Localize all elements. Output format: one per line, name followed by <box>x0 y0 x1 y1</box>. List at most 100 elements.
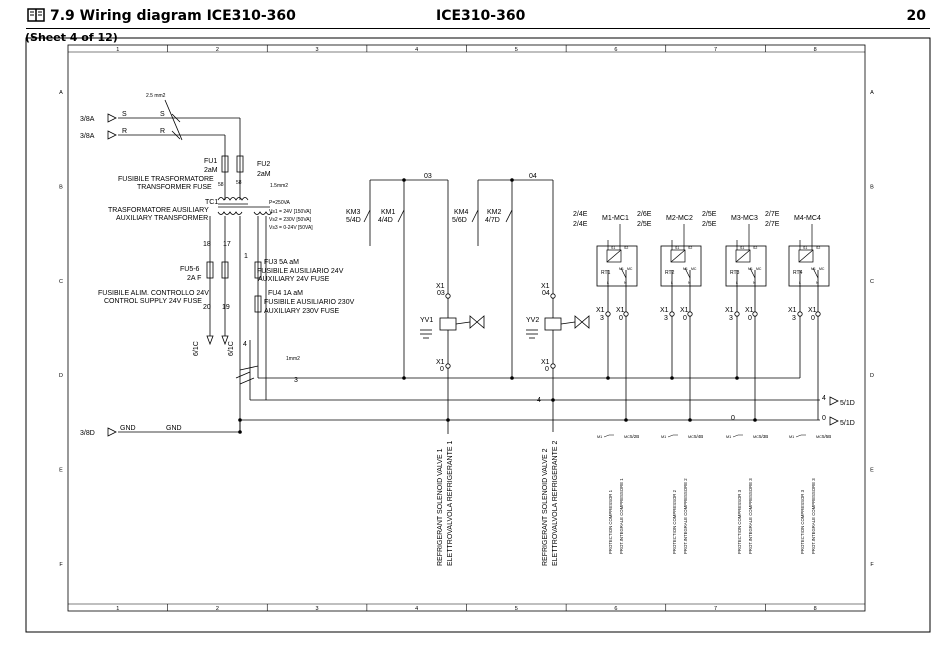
row-label-left: B <box>59 185 63 191</box>
wire-gnd-1: GND <box>120 425 136 432</box>
module-prot-en: PROTECTION COMPRESSOR 2 <box>672 489 677 554</box>
row-label-left: C <box>59 279 63 285</box>
module-ref-b: 2/5E <box>702 221 717 228</box>
col-label-top: 2 <box>216 47 219 53</box>
module-x1-b: X1 <box>745 307 754 314</box>
km2-label: KM2 <box>487 209 502 216</box>
fu3-en: AUXILIARY 24V FUSE <box>258 276 330 283</box>
module-name: M4-MC4 <box>794 215 821 222</box>
wire-03: 03 <box>424 173 432 180</box>
wire-4-tc: 4 <box>243 341 247 348</box>
module-s2: S2 <box>624 246 628 250</box>
module-foot-switch <box>603 434 614 438</box>
module-l: L <box>671 281 673 285</box>
module-n: N <box>624 281 627 285</box>
col-label-top: 1 <box>116 47 119 53</box>
tc1-power: P=250VA <box>269 200 291 206</box>
module-l: L <box>799 281 801 285</box>
module-mc: MC <box>627 267 633 271</box>
module-prot-it: PROT.INTEGRALE COMPRESSORE 2 <box>683 478 688 554</box>
header-model: ICE310-360 <box>436 8 526 24</box>
km4-label: KM4 <box>454 209 469 216</box>
col-label-top: 6 <box>614 47 617 53</box>
fu3-label: FU3 5A aM <box>264 259 299 266</box>
module-m1-foot: M1 <box>726 435 731 439</box>
module-x1-a-num: 3 <box>792 315 796 322</box>
col-label-top: 5 <box>515 47 518 53</box>
module-mc-foot: MC <box>688 435 694 439</box>
wire-size-15: 1.5mm2 <box>270 183 288 189</box>
x1-v2b: X1 <box>541 359 550 366</box>
module-name: M1-MC1 <box>602 215 629 222</box>
module-x1-b: X1 <box>680 307 689 314</box>
km1-label: KM1 <box>381 209 396 216</box>
module-box <box>788 245 830 287</box>
km4-ref: 5/6D <box>452 217 467 224</box>
fu2-label: FU2 <box>257 161 270 168</box>
supply-lines <box>118 99 820 434</box>
module-x1-a-num: 3 <box>664 315 668 322</box>
ref-s-in: 3/8A <box>80 116 95 123</box>
col-label-bottom: 3 <box>316 606 319 612</box>
wire-s-1: S <box>122 111 127 118</box>
col-label-bottom: 5 <box>515 606 518 612</box>
col-label-bottom: 2 <box>216 606 219 612</box>
col-label-bottom: 6 <box>614 606 617 612</box>
module-prot-en: PROTECTION COMPRESSOR 3 <box>800 489 805 554</box>
tc1-en: AUXILIARY TRANSFORMER <box>116 215 208 222</box>
row-label-right: C <box>870 279 874 285</box>
km2-ref: 4/7D <box>485 217 500 224</box>
module-s1: S1 <box>803 246 807 250</box>
module-coil <box>798 249 814 263</box>
valve-symbols <box>420 315 590 339</box>
col-label-bottom: 7 <box>714 606 717 612</box>
ref-out-4: 5/1D <box>840 400 855 407</box>
wire-1: 1 <box>244 253 248 260</box>
module-name: M3-MC3 <box>731 215 758 222</box>
fu4-it: FUSIBILE AUSILIARIO 230V <box>264 299 355 306</box>
contactor-switches <box>363 209 513 223</box>
module-contact <box>620 267 627 279</box>
tc1-it: TRASFORMATORE AUSILIARY <box>108 207 209 214</box>
wire-0: 0 <box>731 415 735 422</box>
module-s1: S1 <box>611 246 615 250</box>
fu3-it: FUSIBILE AUSILIARIO 24V <box>257 268 344 275</box>
module-ref-b: 2/5E <box>637 221 652 228</box>
module-s2: S2 <box>753 246 757 250</box>
module-contact <box>684 267 691 279</box>
module-x1-a: X1 <box>660 307 669 314</box>
module-x1-b: X1 <box>808 307 817 314</box>
module-mc: MC <box>691 267 697 271</box>
module-x1-a-num: 3 <box>729 315 733 322</box>
col-label-bottom: 1 <box>116 606 119 612</box>
header-title: 7.9 Wiring diagram ICE310-360 <box>50 8 296 24</box>
module-box <box>660 245 702 287</box>
module-n: N <box>816 281 819 285</box>
x1-v2a: X1 <box>541 283 550 290</box>
module-1 <box>596 224 638 287</box>
row-label-left: A <box>59 90 63 96</box>
module-ref-a: 2/4E <box>573 211 588 218</box>
wire-size-25: 2.5 mm2 <box>146 93 166 99</box>
valve2-en: REFRIGERANT SOLENOID VALVE 2 <box>542 448 549 566</box>
tc1-vs1: Vs1 = 24V [150VA] <box>269 209 312 215</box>
col-label-top: 3 <box>316 47 319 53</box>
module-contact <box>812 267 819 279</box>
km3-label: KM3 <box>346 209 361 216</box>
row-label-left: D <box>59 373 63 379</box>
col-label-top: 7 <box>714 47 717 53</box>
module-m1: M1 <box>811 267 816 271</box>
km1-ref: 4/4D <box>378 217 393 224</box>
module-mc: MC <box>819 267 825 271</box>
x1-v1b-0: 0 <box>440 366 444 373</box>
module-mc-foot: MC <box>624 435 630 439</box>
x1-v2b-0: 0 <box>545 366 549 373</box>
yv1-label: YV1 <box>420 317 433 324</box>
module-l: L <box>607 281 609 285</box>
page-number: 20 <box>906 8 926 24</box>
module-coil <box>670 249 686 263</box>
